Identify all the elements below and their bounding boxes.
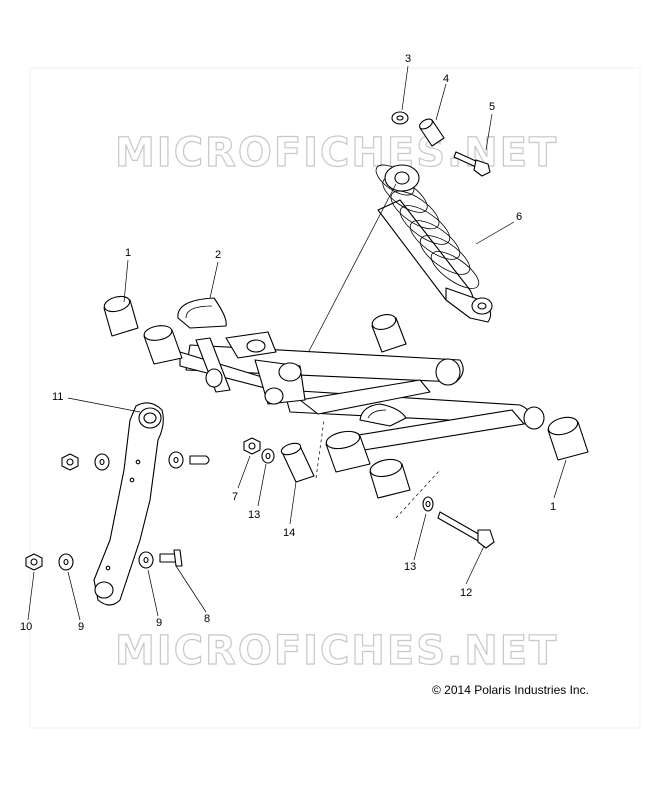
part-10-nut <box>25 553 43 571</box>
callout-14: 14 <box>283 527 295 539</box>
callout-7: 7 <box>232 491 238 503</box>
callout-1-upper: 1 <box>125 247 131 259</box>
part-1-bushing-upper-left <box>103 295 139 337</box>
upper-washer-left <box>94 453 110 471</box>
callout-10: 10 <box>20 621 32 633</box>
part-13-washer-left <box>261 448 275 464</box>
part-1-bushing-rear <box>371 314 407 353</box>
upper-nut <box>61 453 79 471</box>
callout-3: 3 <box>405 53 411 65</box>
callout-12: 12 <box>460 587 472 599</box>
part-3-washer <box>391 111 409 125</box>
callout-6: 6 <box>516 211 522 223</box>
copyright-text: © 2014 Polaris Industries Inc. <box>432 683 589 697</box>
watermark-top: MICROFICHES.NET <box>115 130 558 176</box>
callout-1-right: 1 <box>550 501 556 513</box>
part-9-washer-left <box>58 553 74 571</box>
callout-5: 5 <box>489 101 495 113</box>
arm-tube-end-left <box>143 325 183 365</box>
callout-13-right: 13 <box>404 561 416 573</box>
arm-tube-end-front <box>325 430 411 499</box>
callout-2: 2 <box>215 249 221 261</box>
callout-11: 11 <box>52 391 63 403</box>
part-14-spacer <box>280 442 315 483</box>
part-9-washer-right <box>138 551 154 569</box>
callout-8: 8 <box>204 613 210 625</box>
upper-bolt <box>189 455 210 465</box>
callout-13-left: 13 <box>248 509 260 521</box>
part-1-bushing-right <box>547 416 589 461</box>
callout-4: 4 <box>443 73 449 85</box>
callout-9-right: 9 <box>156 617 162 629</box>
part-12-bolt <box>437 511 495 549</box>
shock-absorber <box>375 164 493 323</box>
callout-9-left: 9 <box>78 621 84 633</box>
part-11-link-arm <box>93 402 164 606</box>
part-7-nut <box>243 437 261 455</box>
upper-washer-right <box>168 451 184 469</box>
part-5-bolt <box>453 151 491 177</box>
part-4-bushing <box>419 118 445 147</box>
part-13-washer-right <box>422 496 434 512</box>
a-arm-assembly <box>177 297 545 453</box>
leader-lines <box>27 65 567 621</box>
watermark-bottom: MICROFICHES.NET <box>115 628 558 674</box>
part-8-bolt <box>159 549 183 567</box>
